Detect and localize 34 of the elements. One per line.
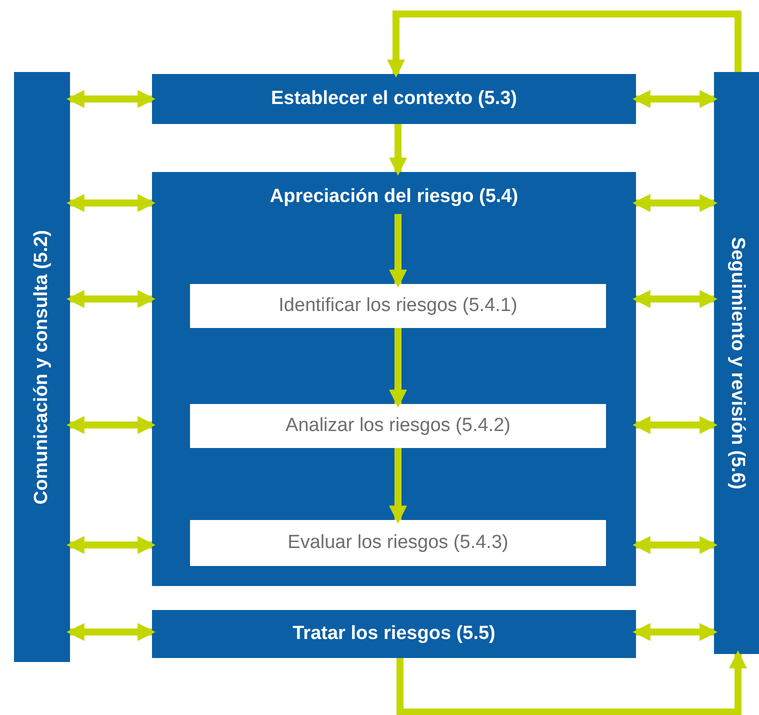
arrow [389, 328, 407, 408]
double-arrow [632, 90, 718, 108]
step-box [190, 284, 606, 328]
side-bar [14, 72, 70, 662]
group-heading: Apreciación del riesgo (5.4) [270, 186, 518, 208]
box-label: Establecer el contexto (5.3) [270, 88, 518, 110]
double-arrow [632, 416, 718, 434]
double-arrow [66, 623, 156, 641]
box-label: Evaluar los riesgos (5.4.3) [288, 532, 508, 554]
arrow [389, 448, 407, 524]
box-label: Analizar los riesgos (5.4.2) [286, 415, 510, 437]
double-arrow [66, 290, 156, 308]
arrow [396, 650, 747, 715]
double-arrow [66, 416, 156, 434]
double-arrow [66, 536, 156, 554]
box-label: Identificar los riesgos (5.4.1) [278, 295, 518, 317]
box-label: Tratar los riesgos (5.5) [292, 623, 496, 645]
arrow [389, 214, 407, 288]
process-box [152, 74, 636, 124]
box-label: Seguimiento y revisión (5.6) [726, 236, 748, 490]
double-arrow [632, 194, 718, 212]
process-box [152, 610, 636, 658]
side-bar [714, 72, 759, 654]
box-label: Comunicación y consulta (5.2) [31, 230, 53, 504]
step-box [190, 520, 606, 566]
double-arrow [632, 623, 718, 641]
arrow [387, 10, 742, 78]
arrow [389, 124, 407, 176]
double-arrow [66, 90, 156, 108]
double-arrow [632, 536, 718, 554]
step-box [190, 404, 606, 448]
double-arrow [66, 194, 156, 212]
double-arrow [632, 290, 718, 308]
process-group [152, 172, 636, 586]
